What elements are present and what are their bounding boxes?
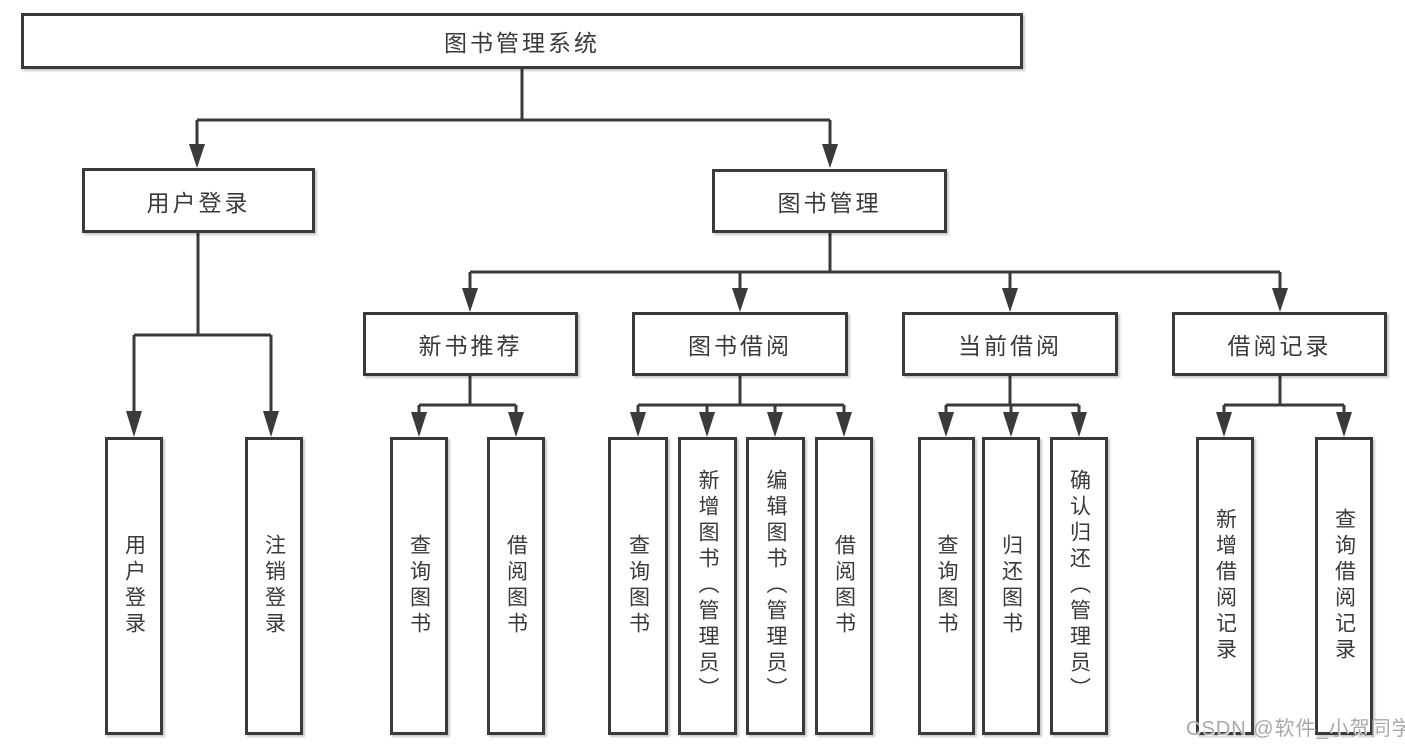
leaf-query-books-current: 查询图书 bbox=[918, 437, 975, 735]
leaf-logout: 注销登录 bbox=[245, 437, 303, 735]
node-label: 编辑图书（管理员） bbox=[764, 469, 787, 703]
node-label: 图书管理系统 bbox=[444, 30, 600, 56]
leaf-edit-books-admin: 编辑图书（管理员） bbox=[746, 437, 805, 735]
node-new-book-recommendation: 新书推荐 bbox=[363, 312, 578, 376]
node-label: 查询图书 bbox=[407, 534, 431, 638]
node-label: 查询图书 bbox=[935, 534, 958, 638]
node-label: 新增借阅记录 bbox=[1213, 508, 1237, 664]
node-borrowing-records: 借阅记录 bbox=[1172, 312, 1387, 376]
node-label: 图书管理 bbox=[777, 190, 882, 216]
node-library-management-system: 图书管理系统 bbox=[21, 13, 1023, 69]
leaf-query-borrow-record: 查询借阅记录 bbox=[1315, 437, 1373, 735]
node-current-borrowing: 当前借阅 bbox=[902, 312, 1118, 376]
node-label: 借阅记录 bbox=[1227, 333, 1332, 359]
node-label: 借阅图书 bbox=[504, 534, 528, 638]
node-label: 新增图书（管理员） bbox=[696, 469, 719, 703]
node-user-login-branch: 用户登录 bbox=[82, 168, 315, 233]
node-label: 图书借阅 bbox=[688, 333, 792, 359]
leaf-borrow-books-recommend: 借阅图书 bbox=[487, 437, 545, 735]
node-label: 查询借阅记录 bbox=[1332, 508, 1356, 664]
leaf-borrow-books: 借阅图书 bbox=[815, 437, 873, 735]
node-label: 借阅图书 bbox=[832, 534, 856, 638]
node-book-borrowing: 图书借阅 bbox=[632, 312, 848, 376]
csdn-watermark: CSDN @软件_小贺同学 bbox=[1186, 718, 1405, 740]
node-label: 确认归还（管理员） bbox=[1067, 469, 1091, 703]
leaf-user-login: 用户登录 bbox=[105, 437, 163, 735]
leaf-add-borrow-record: 新增借阅记录 bbox=[1196, 437, 1254, 735]
leaf-return-books: 归还图书 bbox=[982, 437, 1040, 735]
node-label: 注销登录 bbox=[262, 534, 286, 638]
leaf-query-books-borrowing: 查询图书 bbox=[608, 437, 668, 735]
node-label: 查询图书 bbox=[626, 534, 650, 638]
leaf-query-books-recommend: 查询图书 bbox=[390, 437, 448, 735]
node-label: 当前借阅 bbox=[958, 333, 1062, 359]
leaf-add-books-admin: 新增图书（管理员） bbox=[678, 437, 737, 735]
node-label: 用户登录 bbox=[146, 189, 251, 216]
node-label: 新书推荐 bbox=[418, 333, 523, 359]
node-label: 用户登录 bbox=[122, 534, 146, 638]
leaf-confirm-return-admin: 确认归还（管理员） bbox=[1050, 437, 1108, 735]
node-label: 归还图书 bbox=[999, 534, 1023, 638]
node-book-management-branch: 图书管理 bbox=[712, 169, 947, 233]
